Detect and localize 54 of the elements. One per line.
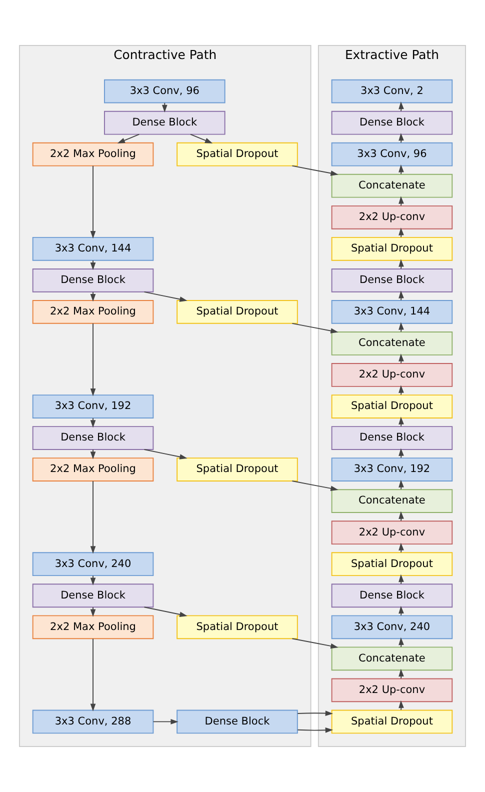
node-box: Dense Block (32, 268, 154, 292)
arrow (152, 719, 178, 724)
node-box: 3x3 Conv, 240 (331, 615, 453, 640)
node-box: Dense Block (176, 710, 298, 734)
node-box: Spatial Dropout (331, 552, 453, 576)
node-box: Dense Block (104, 110, 226, 135)
arrow (90, 638, 96, 712)
node-box: 2x2 Up-conv (331, 678, 453, 702)
node-box: Dense Block (32, 426, 154, 450)
node-box: 2x2 Up-conv (331, 205, 453, 230)
node-box: Dense Block (331, 426, 453, 450)
arrow (292, 638, 338, 649)
node-box: 2x2 Max Pooling (32, 142, 154, 166)
node-box: 2x2 Max Pooling (32, 458, 154, 482)
node-box: 3x3 Conv, 2 (331, 79, 453, 104)
node-box: Spatial Dropout (176, 615, 298, 640)
node-box: Dense Block (331, 110, 453, 135)
node-box: 3x3 Conv, 96 (104, 79, 226, 104)
node-box: Dense Block (32, 584, 154, 608)
node-box: 2x2 Max Pooling (32, 615, 154, 640)
node-box: Spatial Dropout (176, 458, 298, 482)
node-box: 3x3 Conv, 192 (32, 394, 154, 418)
arrow (292, 165, 338, 176)
node-box: Concatenate (331, 646, 453, 671)
node-box: Spatial Dropout (331, 394, 453, 418)
arrow (292, 480, 338, 492)
node-box: Dense Block (331, 268, 453, 292)
node-box: 3x3 Conv, 144 (32, 236, 154, 261)
node-box: 2x2 Max Pooling (32, 300, 154, 324)
node-box: Spatial Dropout (176, 142, 298, 166)
node-box: Concatenate (331, 174, 453, 198)
node-box: 3x3 Conv, 144 (331, 300, 453, 324)
node-box: Concatenate (331, 332, 453, 356)
node-box: Concatenate (331, 489, 453, 513)
node-box: 2x2 Up-conv (331, 520, 453, 545)
arrow (144, 606, 188, 618)
arrow (144, 449, 188, 460)
node-box: 3x3 Conv, 96 (331, 142, 453, 166)
node-box: 2x2 Up-conv (331, 363, 453, 387)
node-box: Spatial Dropout (176, 300, 298, 324)
arrow (297, 710, 334, 733)
arrow (144, 291, 188, 302)
arrow (292, 322, 338, 334)
node-box: 3x3 Conv, 288 (32, 710, 154, 734)
node-box: 3x3 Conv, 240 (32, 552, 154, 576)
node-box: 3x3 Conv, 192 (331, 458, 453, 482)
node-box: Dense Block (331, 584, 453, 608)
arrow (90, 480, 96, 554)
node-box: Spatial Dropout (331, 710, 453, 734)
arrow (117, 134, 140, 144)
node-box: Spatial Dropout (331, 236, 453, 261)
arrow (90, 165, 96, 239)
arrow (90, 323, 96, 396)
arrow (190, 134, 213, 144)
